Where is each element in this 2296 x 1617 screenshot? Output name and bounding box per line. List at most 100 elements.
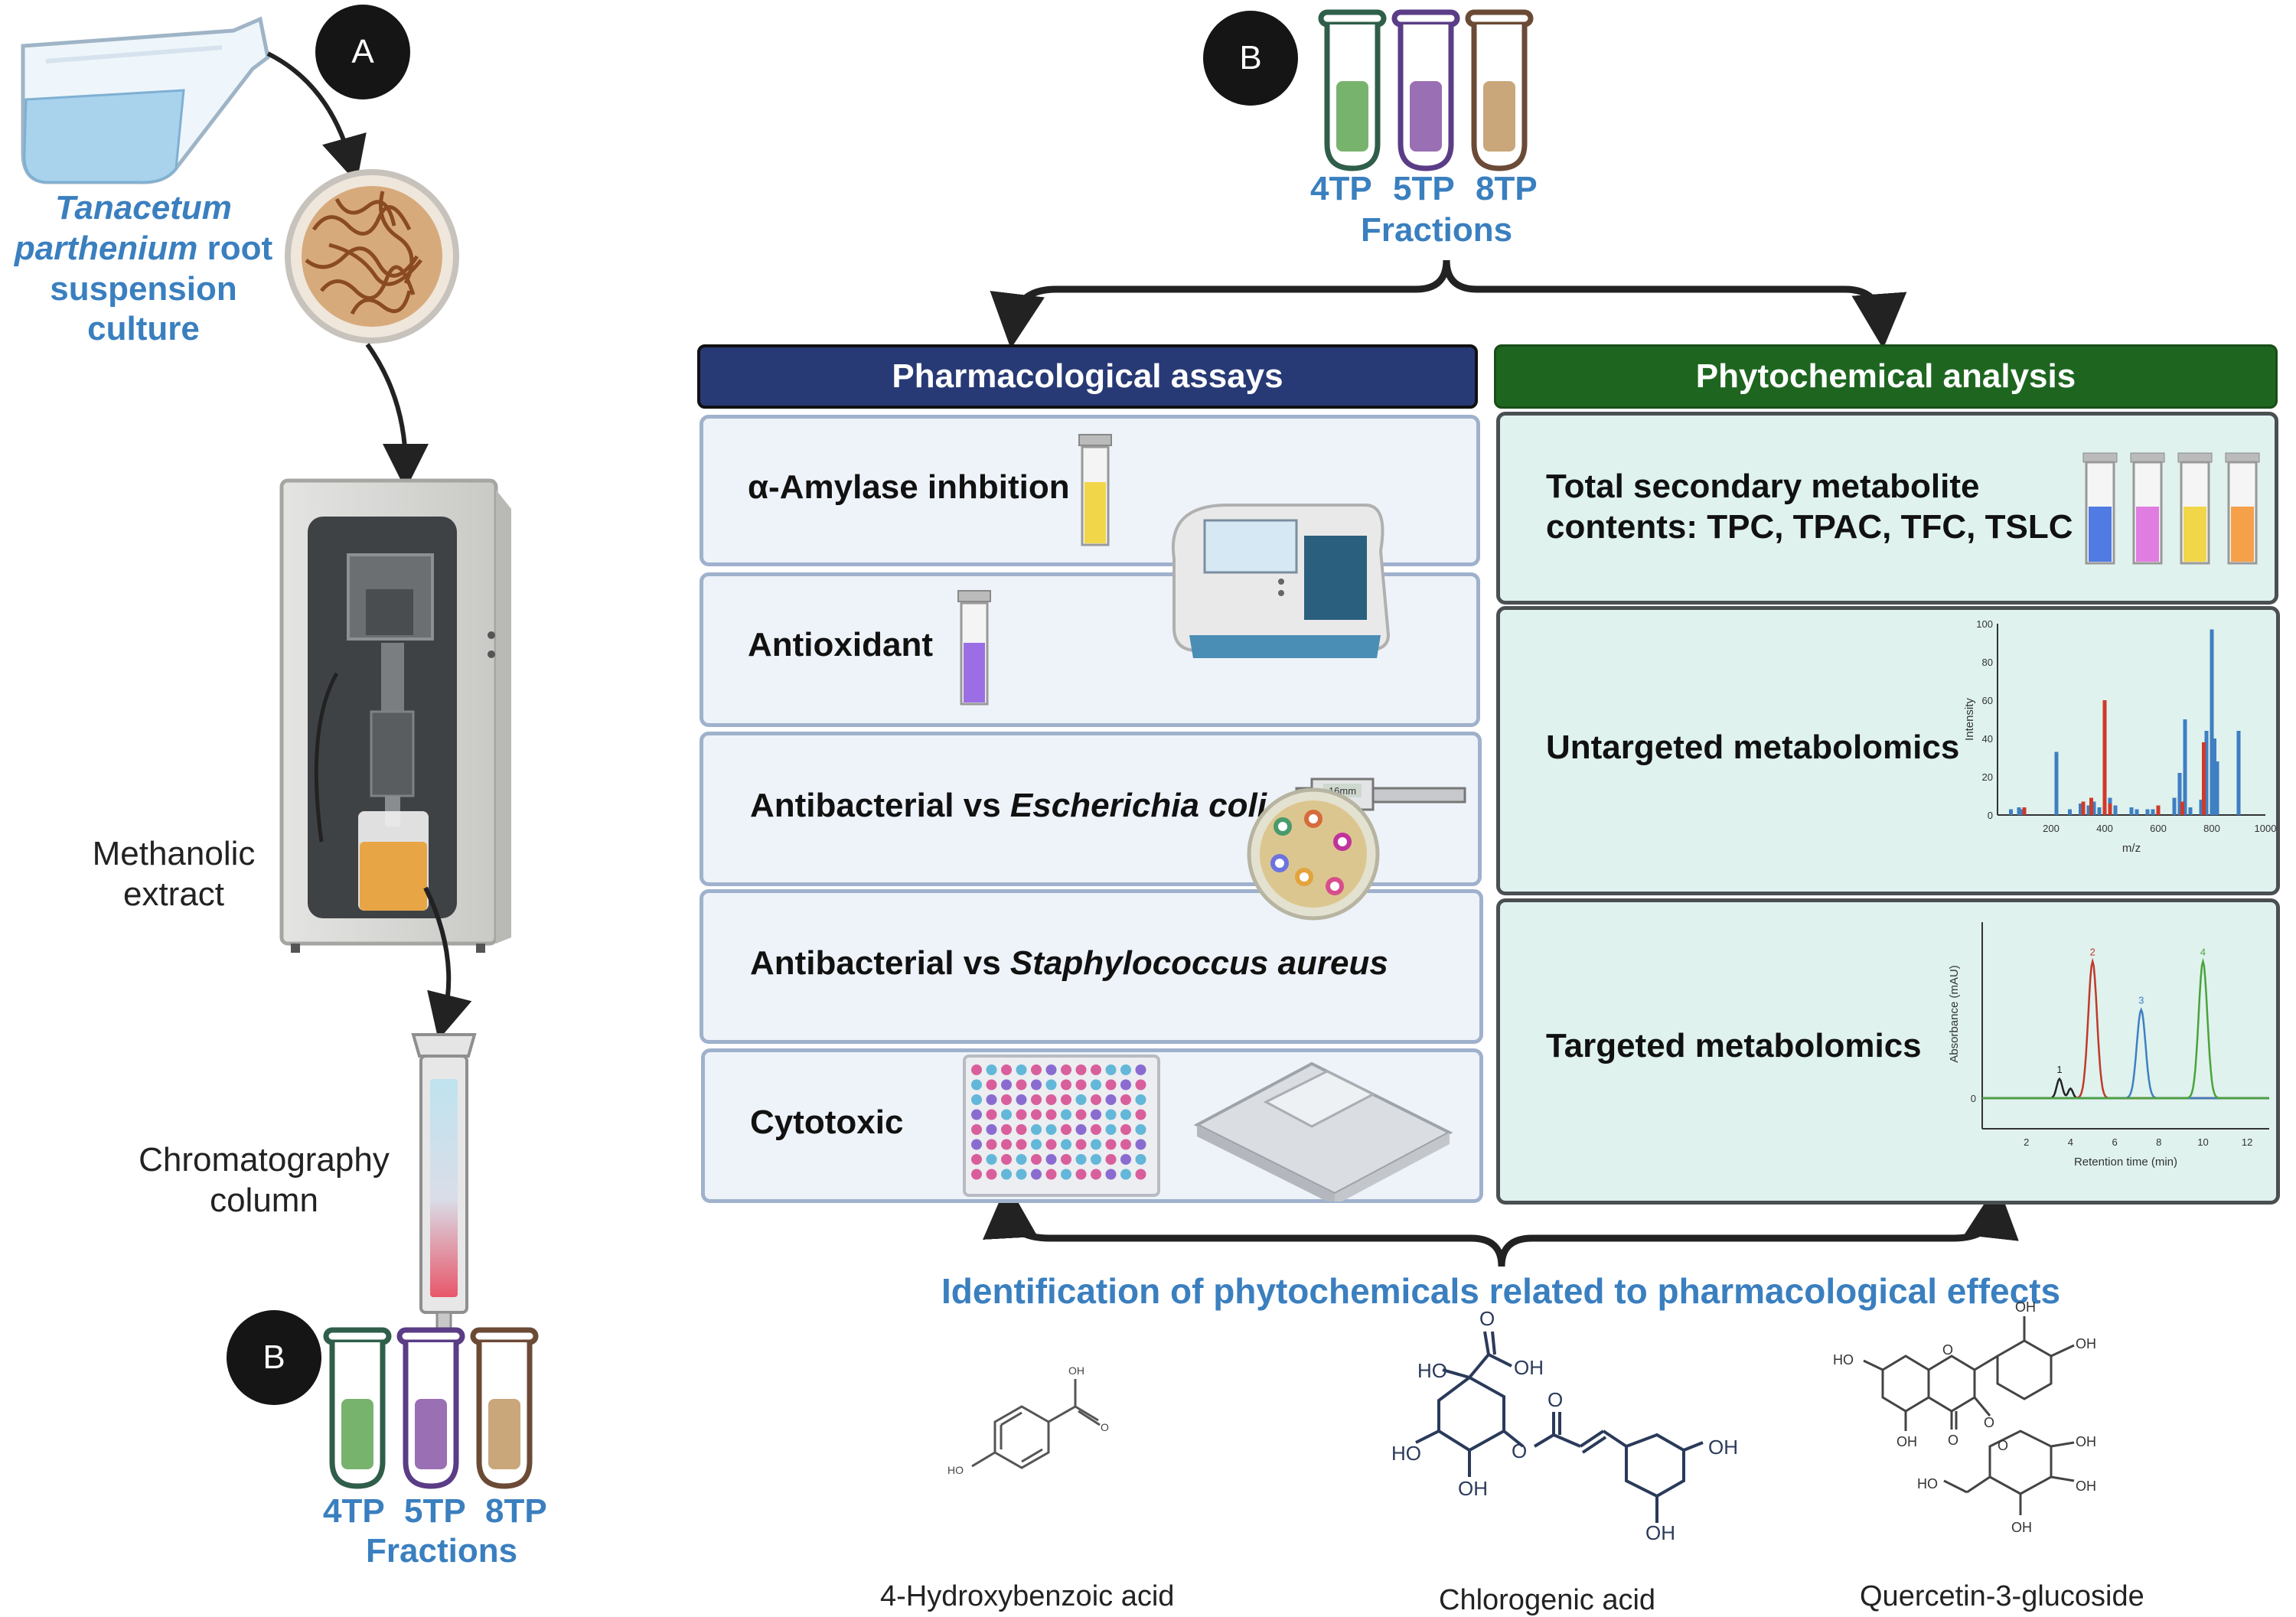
chlorogenic-acid-structure (1415, 1331, 1704, 1523)
svg-text:HO: HO (1417, 1359, 1447, 1382)
fraction-tubes-top (1318, 9, 1534, 171)
fractions-caption-top: Fractions (1361, 211, 1513, 249)
hplc-x-tick-label: 10 (2197, 1136, 2208, 1148)
ms-peak-bar (2020, 809, 2024, 815)
ms-y-tick-label: 100 (1976, 618, 1993, 630)
orange-cuvette-icon (2225, 452, 2260, 565)
flow-arrow (365, 343, 429, 490)
svg-text:OH: OH (1896, 1434, 1917, 1449)
ms-y-tick-label: 60 (1982, 695, 1993, 706)
ms-x-tick-label: 800 (2203, 823, 2220, 834)
total-content-label: Total secondary metabolite contents: TPC… (1546, 467, 2073, 548)
ms-peak-bar (2236, 731, 2241, 815)
ms-peak-bar (2129, 807, 2134, 815)
ms-y-tick-label: 20 (1982, 771, 1993, 783)
fraction-tube-5tp-icon (396, 1327, 465, 1489)
brace-arrow-right (1443, 259, 1907, 349)
ms-y-tick-label: 80 (1982, 657, 1993, 668)
fraction-tube-8tp-icon (470, 1327, 539, 1489)
targeted-label: Targeted metabolomics (1546, 1027, 1922, 1064)
96-well-plate-icon (963, 1055, 1160, 1197)
species-name: Tanacetum parthenium (14, 189, 232, 267)
ms-x-tick-label: 600 (2150, 823, 2167, 834)
compound-name-hba: 4-Hydroxybenzoic acid (880, 1580, 1175, 1612)
svg-text:HO: HO (947, 1464, 964, 1476)
hplc-peak-label: 4 (2200, 947, 2206, 958)
fraction-tube-5tp-icon (1391, 9, 1460, 171)
ms-peak-bar (2188, 807, 2193, 815)
svg-text:OH: OH (2015, 1299, 2036, 1315)
ecoli-label: Antibacterial vs Escherichia coli (750, 787, 1267, 825)
brace-arrow-up-right (1498, 1183, 2019, 1267)
hplc-trace (1982, 957, 2269, 1100)
ms-peak-bar (2022, 807, 2027, 815)
culture-label: Tanacetum parthenium root suspension cul… (8, 188, 279, 350)
ms-peak-bar (2183, 719, 2187, 815)
cytotoxic-label: Cytotoxic (750, 1104, 904, 1141)
brace-arrow-up-left (983, 1183, 1505, 1267)
ms-y-axis-label: Intensity (1963, 698, 1976, 741)
ms-peak-bar (2113, 805, 2118, 815)
hplc-y-tick-label: 0 (1971, 1093, 1976, 1104)
ms-y-tick-label: 40 (1982, 733, 1993, 745)
chromatography-column-label: Chromatography column (122, 1140, 406, 1221)
pink-cuvette-icon (2130, 452, 2165, 565)
total-content-line2: contents: TPC, TPAC, TFC, TSLC (1546, 507, 2073, 546)
yellow-cuvette-icon (1078, 434, 1112, 546)
fractions-caption-bottom: Fractions (366, 1532, 518, 1570)
ms-peak-bar (2135, 809, 2139, 815)
step-b-badge-bottom: B (227, 1310, 321, 1405)
ms-peak-bar (2054, 751, 2059, 815)
svg-text:OH: OH (2076, 1336, 2096, 1351)
svg-text:O: O (1479, 1307, 1495, 1330)
hplc-peak-label: 3 (2138, 995, 2144, 1006)
hplc-trace (1982, 1077, 2269, 1100)
svg-text:HO: HO (1917, 1476, 1938, 1491)
tube-label-4tp-bottom: 4TP (323, 1492, 385, 1530)
identification-caption: Identification of phytochemicals related… (941, 1271, 2061, 1311)
hplc-peak-label: 2 (2090, 947, 2095, 958)
hplc-trace (1982, 1007, 2269, 1100)
flow-arrow (266, 51, 367, 183)
tube-label-8tp-top: 8TP (1476, 170, 1538, 207)
erlenmeyer-flask-icon (21, 16, 270, 184)
svg-text:O: O (1998, 1438, 2008, 1453)
fraction-tubes-bottom (323, 1327, 539, 1489)
svg-text:HO: HO (1391, 1442, 1421, 1465)
ms-peak-bar (2204, 731, 2209, 815)
svg-text:OH: OH (2076, 1478, 2096, 1494)
column-line2: column (210, 1181, 318, 1219)
ms-x-tick-label: 200 (2043, 823, 2060, 834)
phyto-row-untargeted (1496, 606, 2280, 895)
ms-peak-bar (2172, 797, 2177, 815)
ms-peak-bar (2177, 773, 2182, 815)
pharmacological-assays-header: Pharmacological assays (697, 344, 1478, 409)
tube-label-5tp-top: 5TP (1393, 170, 1455, 207)
agar-plate-icon (1247, 787, 1380, 921)
untargeted-label: Untargeted metabolomics (1546, 729, 1960, 766)
ms-peak-bar (2017, 807, 2021, 815)
ms-peak-bar (2108, 804, 2112, 815)
step-b-badge-top: B (1203, 11, 1298, 106)
saureus-label-plain: Antibacterial vs (750, 944, 1010, 982)
hplc-x-tick-label: 8 (2156, 1136, 2161, 1148)
culture-line3: culture (87, 310, 200, 348)
svg-text:O: O (1101, 1421, 1109, 1433)
tube-label-8tp-bottom: 8TP (485, 1492, 547, 1530)
ecoli-species: Escherichia coli (1009, 787, 1267, 824)
extract-line2: extract (122, 875, 225, 913)
extract-line1: Methanolic (92, 835, 256, 872)
ms-x-tick-label: 400 (2096, 823, 2113, 834)
ms-peak-bar (2215, 761, 2219, 815)
hplc-x-tick-label: 4 (2068, 1136, 2073, 1148)
hplc-y-axis-label: Absorbance (mAU) (1948, 965, 1961, 1063)
phytochemical-analysis-header: Phytochemical analysis (1494, 344, 2278, 409)
pharma-row-saureus (700, 889, 1483, 1044)
hplc-x-tick-label: 6 (2112, 1136, 2117, 1148)
fraction-tube-4tp-icon (323, 1327, 392, 1489)
fraction-tube-8tp-icon (1465, 9, 1534, 171)
colorimetric-cuvettes (2082, 452, 2260, 565)
